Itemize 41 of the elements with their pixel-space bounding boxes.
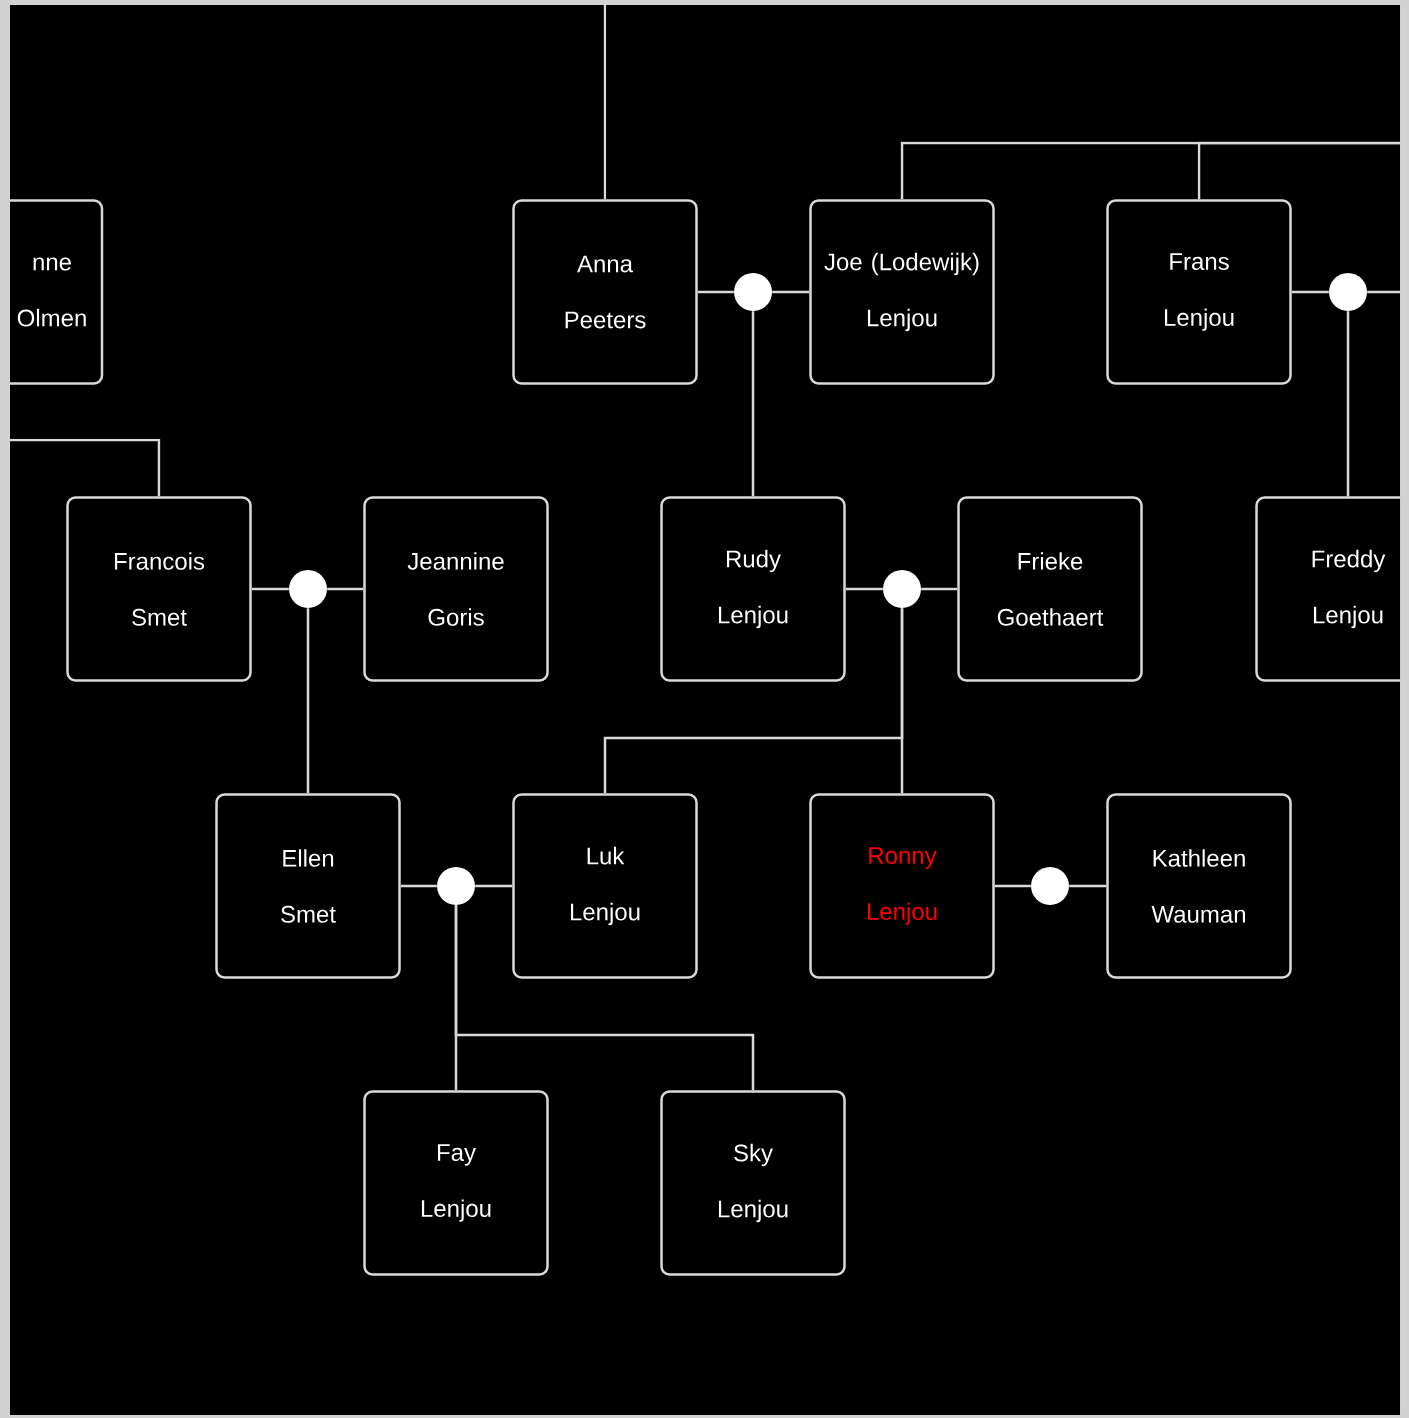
connector-line xyxy=(10,438,161,497)
person-box: Francois Smet xyxy=(66,496,252,682)
person-box: Jeannine Goris xyxy=(363,496,549,682)
union-dot xyxy=(1031,867,1069,905)
person-box: Rudy Lenjou xyxy=(660,496,846,682)
person-box: Frieke Goethaert xyxy=(957,496,1143,682)
person-box: Luk Lenjou xyxy=(512,793,698,979)
connector-line xyxy=(327,587,364,591)
connector-line xyxy=(994,884,1031,888)
connector-line xyxy=(900,608,904,794)
person-box: Sky Lenjou xyxy=(660,1090,846,1276)
connector-line xyxy=(1197,141,1400,200)
connector-line xyxy=(251,587,289,591)
connector-line xyxy=(697,290,734,294)
union-dot xyxy=(289,570,327,608)
connector-line xyxy=(454,905,755,1091)
connector-line xyxy=(845,587,883,591)
connector-line xyxy=(1291,290,1329,294)
person-box: nne Olmen xyxy=(10,199,104,385)
connector-line xyxy=(475,884,513,888)
connector-line xyxy=(1346,311,1350,497)
union-dot xyxy=(437,867,475,905)
union-dot xyxy=(1329,273,1367,311)
union-dot xyxy=(734,273,772,311)
person-box: Ronny Lenjou xyxy=(809,793,995,979)
union-dot xyxy=(883,570,921,608)
connector-line xyxy=(1069,884,1107,888)
person-box: Anna Peeters xyxy=(512,199,698,385)
connector-line xyxy=(751,311,755,497)
person-box: Fay Lenjou xyxy=(363,1090,549,1276)
connector-line xyxy=(1367,290,1400,294)
connector-line xyxy=(772,290,810,294)
connector-line xyxy=(921,587,958,591)
person-box: Frans Lenjou xyxy=(1106,199,1292,385)
connector-line xyxy=(603,5,607,200)
connector-line xyxy=(306,608,310,794)
person-box: Joe (Lodewijk) Lenjou xyxy=(809,199,995,385)
person-box: Kathleen Wauman xyxy=(1106,793,1292,979)
person-box: Ellen Smet xyxy=(215,793,401,979)
person-box: Freddy Lenjou xyxy=(1255,496,1400,682)
connector-line xyxy=(400,884,437,888)
